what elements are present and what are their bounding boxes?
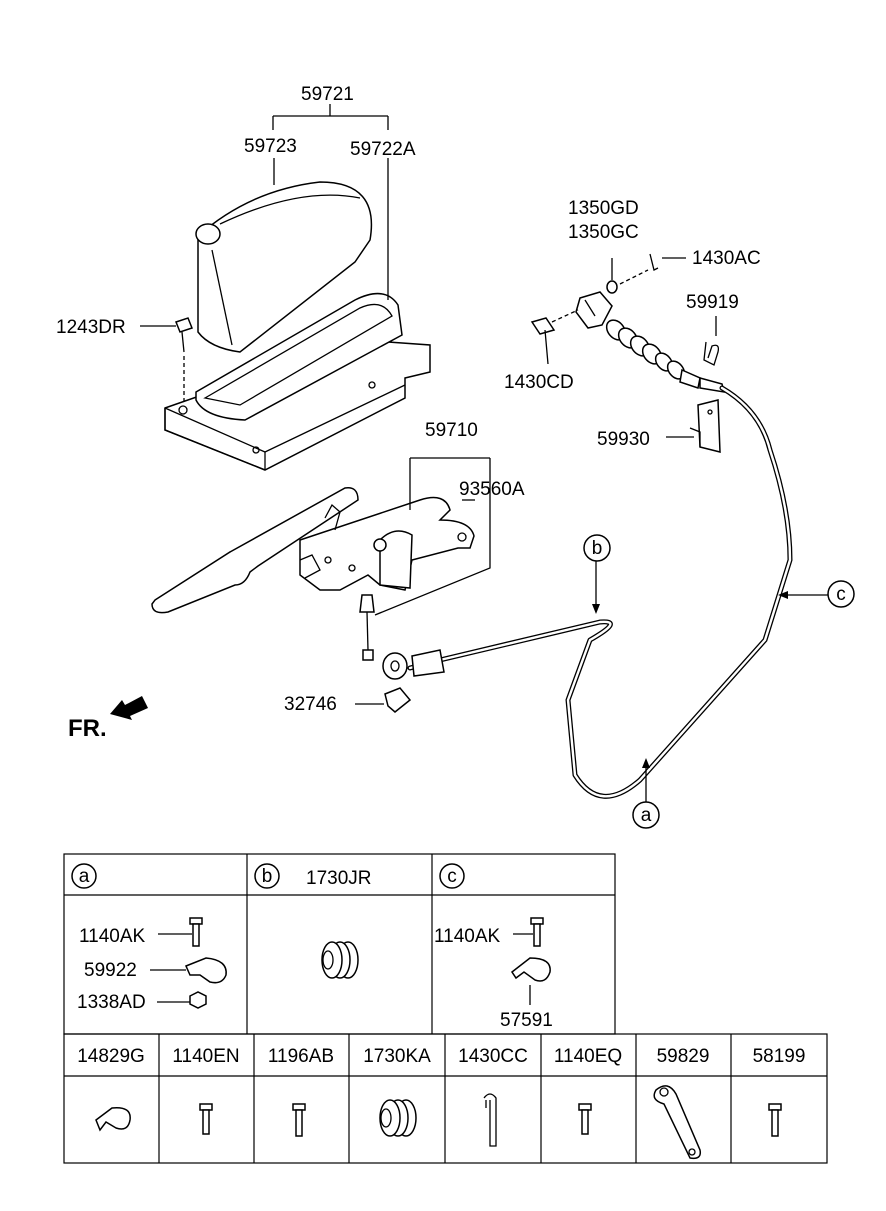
table-section-c: c 1140AK 57591	[434, 863, 553, 1031]
header-1730ka: 1730KA	[363, 1046, 431, 1067]
part-58199-bolt	[768, 1103, 782, 1137]
part-59829-link	[653, 1085, 702, 1160]
header-58199: 58199	[753, 1046, 806, 1067]
front-direction-indicator: FR.	[68, 696, 148, 742]
label-59930: 59930	[597, 429, 650, 450]
label-59919: 59919	[686, 292, 739, 313]
sec-c-part-1140ak: 1140AK	[434, 926, 501, 947]
header-59829: 59829	[657, 1046, 710, 1067]
label-1430ac: 1430AC	[692, 248, 761, 269]
header-1140en: 1140EN	[172, 1046, 239, 1067]
label-1350gc: 1350GC	[568, 222, 639, 243]
grommet-1730jr	[321, 941, 359, 979]
callout-a-letter: a	[641, 805, 652, 826]
part-1140en-bolt	[199, 1103, 213, 1135]
part-1140eq-bolt	[578, 1103, 592, 1135]
label-1243dr: 1243DR	[56, 317, 126, 338]
label-32746: 32746	[284, 694, 337, 715]
console-boot-assembly	[140, 104, 431, 471]
front-arrow-icon	[110, 696, 148, 720]
sec-a-part-59922: 59922	[84, 960, 137, 981]
label-1430cd: 1430CD	[504, 372, 574, 393]
label-59710: 59710	[425, 420, 478, 441]
header-14829g: 14829G	[77, 1046, 145, 1067]
callout-a: a	[632, 801, 660, 829]
table-bottom-headers: 14829G 1140EN 1196AB 1730KA 1430CC 1140E…	[77, 1046, 805, 1067]
sec-a-part-1140ak: 1140AK	[79, 926, 146, 947]
section-b-letter: b	[262, 866, 273, 887]
part-14829g-clamp	[95, 1107, 131, 1132]
callout-b: b	[583, 534, 611, 562]
sec-a-part-1338ad: 1338AD	[77, 992, 146, 1013]
label-1350gd: 1350GD	[568, 198, 639, 219]
header-1430cc: 1430CC	[458, 1046, 528, 1067]
callout-b-letter: b	[592, 538, 603, 559]
callout-c: c	[827, 580, 855, 608]
cable-boot-bellows	[605, 319, 701, 389]
part-1730ka-grommet	[379, 1099, 417, 1137]
table-section-a: a 1140AK 59922 1338AD	[71, 863, 227, 1013]
table-section-b: b 1730JR	[254, 863, 372, 979]
label-59721: 59721	[301, 84, 354, 105]
header-1196ab: 1196AB	[268, 1046, 334, 1067]
sec-b-part-1730jr: 1730JR	[306, 868, 372, 889]
section-c-letter: c	[447, 866, 457, 887]
part-1430cc-pin	[483, 1093, 497, 1147]
sec-c-part-57591: 57591	[500, 1010, 553, 1031]
part-labels: 59721 59723 59722A 1243DR 1350GD 1350GC …	[56, 84, 761, 715]
label-93560a: 93560A	[459, 479, 525, 500]
label-59722a: 59722A	[350, 139, 416, 160]
callout-c-letter: c	[836, 584, 846, 605]
parking-brake-lever-assembly	[151, 457, 491, 661]
label-59723: 59723	[244, 136, 297, 157]
header-1140eq: 1140EQ	[554, 1046, 622, 1067]
part-1196ab-bolt	[292, 1103, 306, 1137]
fr-label: FR.	[68, 715, 107, 742]
parts-table: a 1140AK 59922 1338AD b 1730JR	[63, 853, 828, 1164]
section-a-letter: a	[79, 866, 90, 887]
rear-cable-assembly	[355, 253, 828, 802]
